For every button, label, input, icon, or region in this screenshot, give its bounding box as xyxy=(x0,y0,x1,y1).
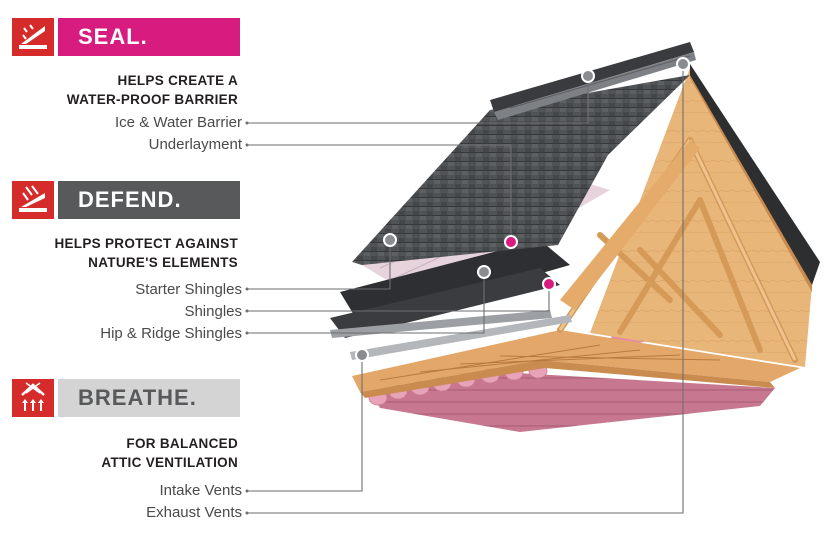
label-hip-ridge-shingles: Hip & Ridge Shingles xyxy=(100,325,242,342)
shingles-dot xyxy=(542,277,556,291)
intake-vents-dot xyxy=(355,348,369,362)
breathe-banner: BREATHE. xyxy=(12,379,240,417)
starter-shingles-dot xyxy=(383,233,397,247)
defend-banner: DEFEND. xyxy=(12,181,240,219)
seal-banner: SEAL. xyxy=(12,18,240,56)
label-starter-shingles: Starter Shingles xyxy=(135,281,242,298)
roof-right-slope xyxy=(690,64,820,285)
hip-ridge-dot xyxy=(477,265,491,279)
callout-dots xyxy=(355,57,690,362)
underlayment-dot xyxy=(504,235,518,249)
defend-bar: DEFEND. xyxy=(58,181,240,219)
seal-heading-line-2: WATER-PROOF BARRIER xyxy=(66,92,238,107)
starter-shingles-layer xyxy=(330,268,560,338)
hip-ridge-strip xyxy=(330,310,552,338)
label-ice-water-barrier: Ice & Water Barrier xyxy=(115,114,242,131)
roof-deck xyxy=(560,140,700,310)
seal-heading-line-1: HELPS CREATE A xyxy=(117,73,238,88)
defend-heading: HELPS PROTECT AGAINST NATURE'S ELEMENTS xyxy=(54,234,238,272)
seal-icon xyxy=(12,18,54,56)
shingles-layer xyxy=(352,75,690,265)
label-shingles: Shingles xyxy=(184,303,242,320)
defend-title: DEFEND. xyxy=(78,187,182,212)
callout-ticks xyxy=(245,121,249,515)
breathe-title: BREATHE. xyxy=(78,385,197,410)
label-underlayment: Underlayment xyxy=(148,136,242,153)
seal-bar: SEAL. xyxy=(58,18,240,56)
ice-water-barrier-dot xyxy=(581,69,595,83)
breathe-heading-line-1: FOR BALANCED xyxy=(126,436,238,451)
defend-heading-line-1: HELPS PROTECT AGAINST xyxy=(54,236,238,251)
defend-heading-line-2: NATURE'S ELEMENTS xyxy=(88,255,238,270)
breathe-icon xyxy=(12,379,54,417)
breathe-bar: BREATHE. xyxy=(58,379,240,417)
seal-heading: HELPS CREATE A WATER-PROOF BARRIER xyxy=(67,71,238,109)
defend-icon xyxy=(12,181,54,219)
breathe-heading: FOR BALANCED ATTIC VENTILATION xyxy=(101,434,238,472)
label-exhaust-vents: Exhaust Vents xyxy=(146,504,242,521)
breathe-heading-line-2: ATTIC VENTILATION xyxy=(101,455,238,470)
intake-vent-strip xyxy=(350,315,572,360)
label-intake-vents: Intake Vents xyxy=(159,482,242,499)
exhaust-vents-dot xyxy=(676,57,690,71)
seal-title: SEAL. xyxy=(78,24,148,49)
callout-lines xyxy=(247,64,684,514)
